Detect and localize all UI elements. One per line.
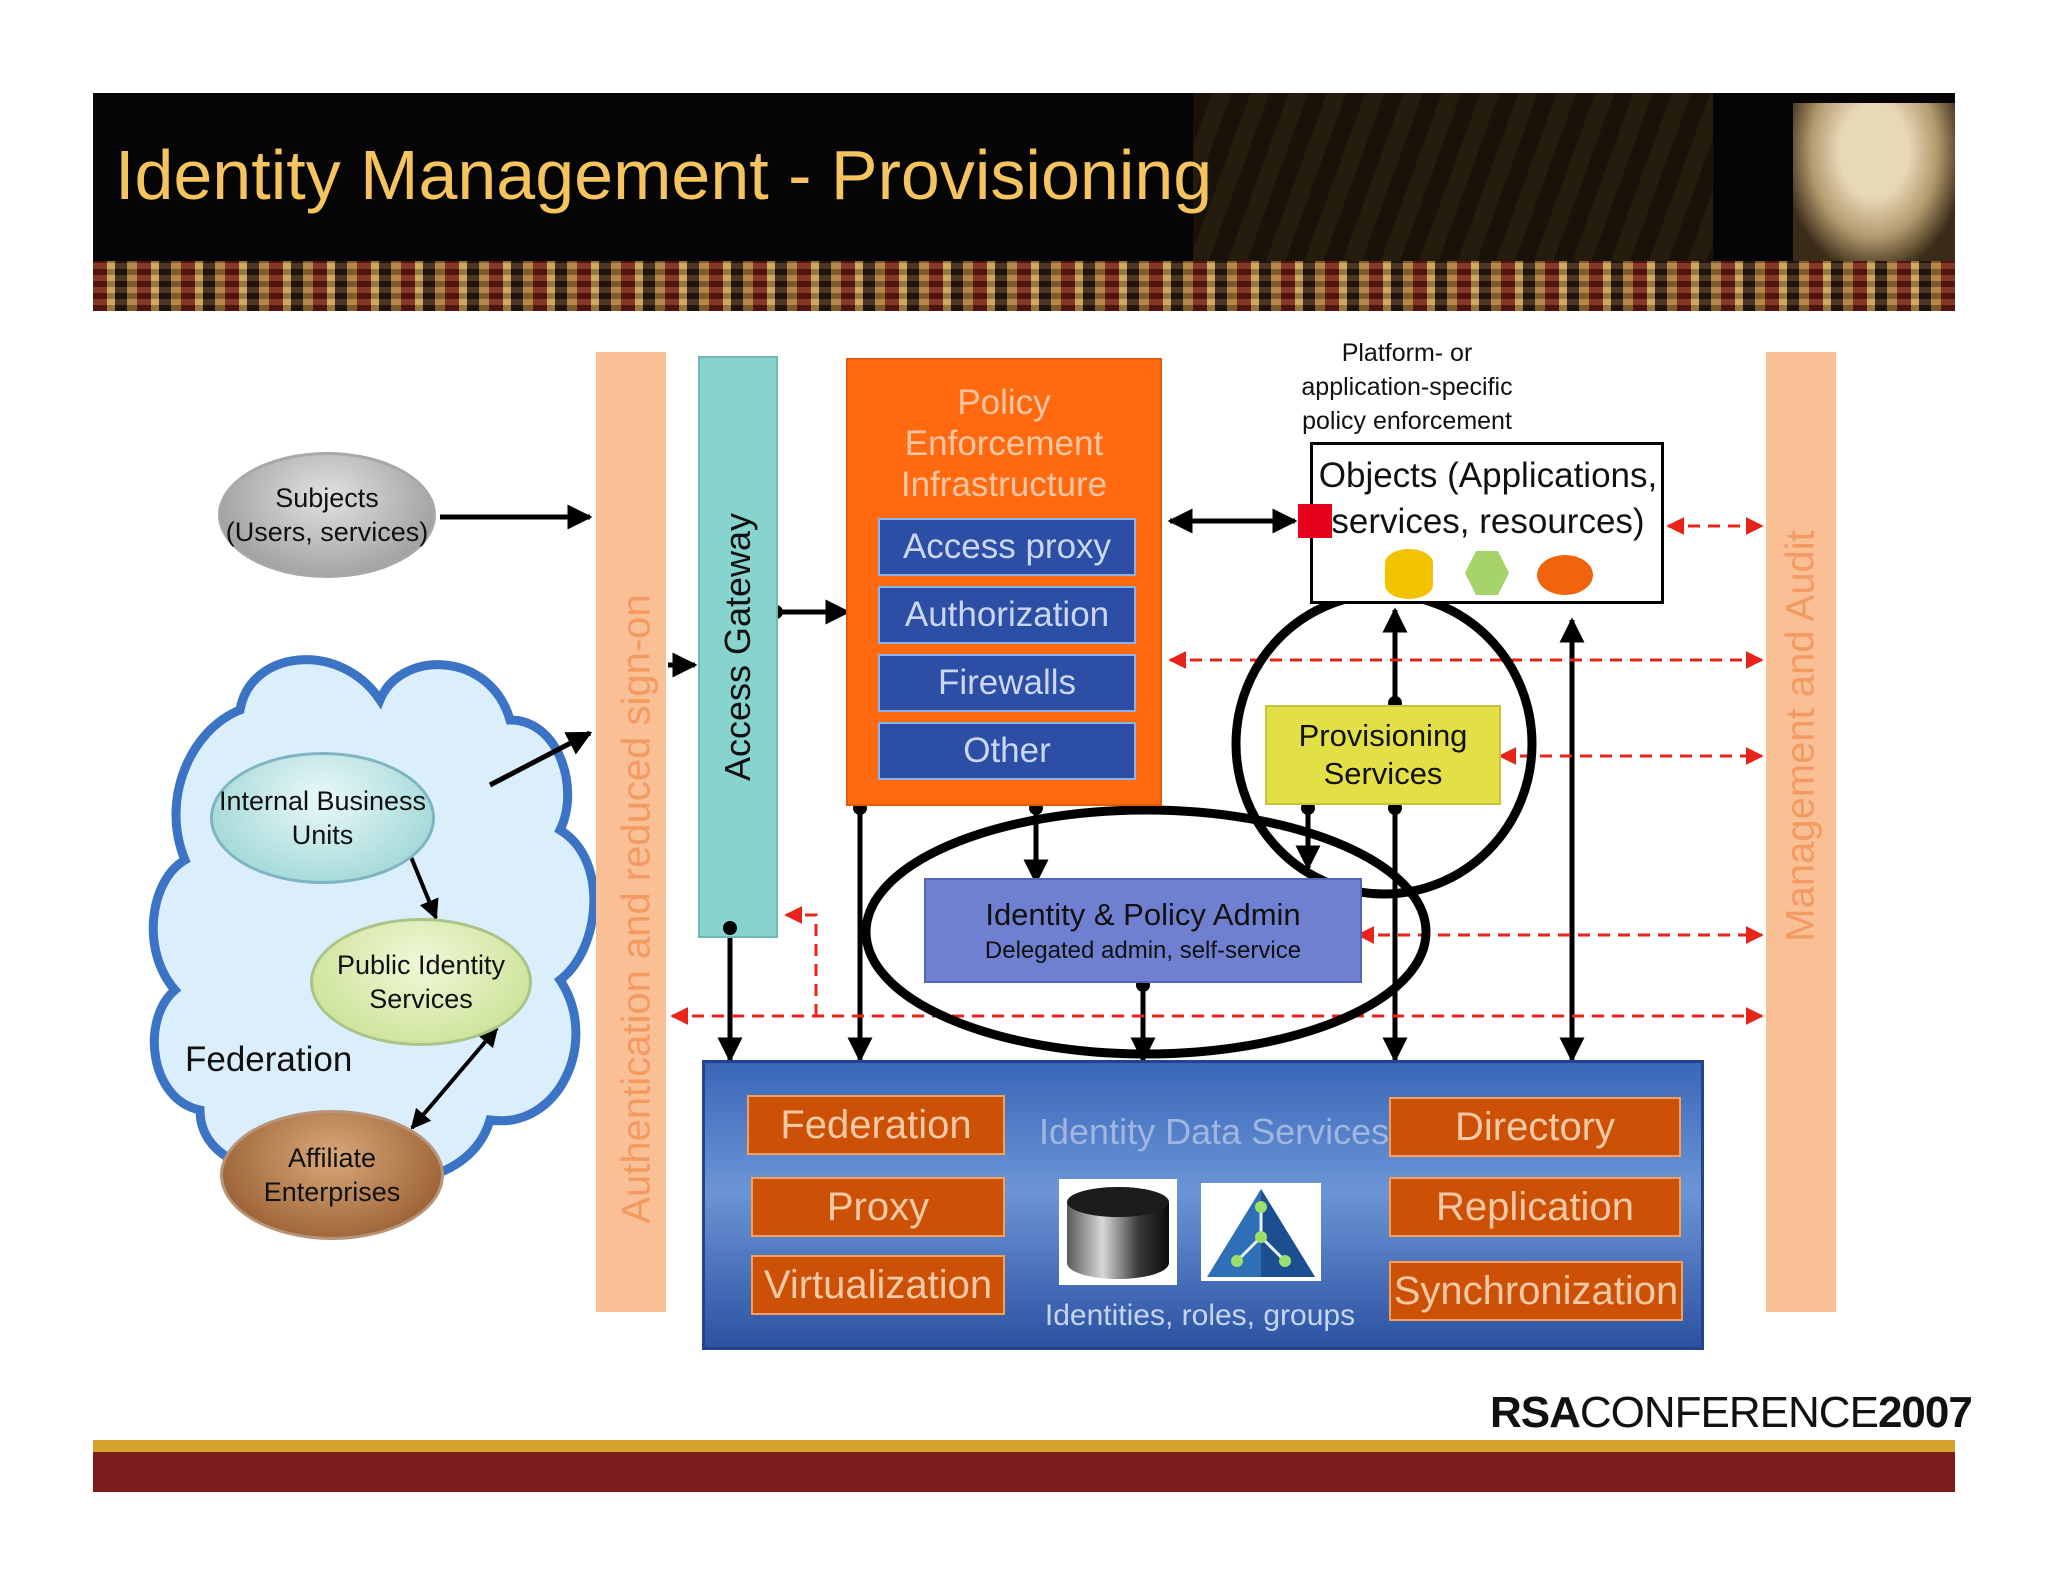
authorization-item: Authorization [878, 586, 1136, 644]
objects-line2: services, resources) [1331, 502, 1645, 541]
affiliate-line2: Enterprises [263, 1177, 401, 1207]
ellipse-icon [1537, 555, 1593, 595]
data-federation-item: Federation [747, 1095, 1005, 1155]
management-audit-label: Management and Audit [1778, 530, 1823, 942]
public-identity-services-oval: Public Identity Services [310, 918, 532, 1046]
platform-note-line1: Platform- or [1341, 339, 1473, 367]
ornamental-border [93, 261, 1955, 311]
objects-line1: Objects (Applications, [1318, 456, 1658, 495]
data-services-title: Identity Data Services [1039, 1111, 1390, 1152]
rsa-brand: RSA [1490, 1388, 1581, 1437]
slide-header: Identity Management - Provisioning [93, 93, 1955, 261]
data-virtualization-item: Virtualization [751, 1255, 1005, 1315]
policy-title-line2: Enforcement [904, 424, 1104, 463]
data-synchronization-item: Synchronization [1389, 1261, 1683, 1321]
data-replication-item: Replication [1389, 1177, 1681, 1237]
rsa-conference-logo: RSACONFERENCE2007 [1490, 1388, 1973, 1438]
footer-red-band [93, 1452, 1955, 1492]
platform-note-line2: application-specific [1301, 373, 1513, 401]
data-services-subtitle: Identities, roles, groups [1044, 1299, 1356, 1332]
enforcement-point-icon [1298, 504, 1332, 538]
access-proxy-item: Access proxy [878, 518, 1136, 576]
hexagon-icon [1465, 551, 1509, 595]
internal-line2: Units [291, 820, 354, 850]
footer-gold-stripe [93, 1440, 1955, 1452]
identity-data-services-box: Federation Proxy Virtualization Identity… [702, 1060, 1704, 1350]
platform-note-line3: policy enforcement [1302, 407, 1512, 435]
policy-enforcement-box: Policy Enforcement Infrastructure Access… [846, 358, 1162, 806]
internal-business-units-oval: Internal Business Units [210, 752, 435, 884]
data-proxy-item: Proxy [751, 1177, 1005, 1237]
subjects-oval: Subjects (Users, services) [218, 452, 436, 578]
header-manuscript-decoration [1193, 93, 1713, 261]
identity-policy-admin-box: Identity & Policy Admin Delegated admin,… [924, 878, 1362, 983]
objects-label: Objects (Applications, services, resourc… [1313, 453, 1663, 545]
public-line1: Public Identity [336, 950, 506, 980]
management-audit-bar: Management and Audit [1766, 352, 1836, 1312]
firewalls-item: Firewalls [878, 654, 1136, 712]
slide-title: Identity Management - Provisioning [115, 136, 1213, 214]
objects-box: Objects (Applications, services, resourc… [1310, 442, 1664, 604]
policy-title-line1: Policy [957, 383, 1051, 422]
highlight-ellipse-admin [861, 805, 1431, 1059]
subjects-line2: (Users, services) [225, 517, 429, 547]
policy-title-line3: Infrastructure [900, 465, 1108, 504]
hierarchy-pyramid-icon [1201, 1183, 1321, 1281]
data-directory-item: Directory [1389, 1097, 1681, 1157]
policy-title: Policy Enforcement Infrastructure [848, 382, 1160, 505]
database-icon [1059, 1179, 1177, 1285]
internal-line1: Internal Business [218, 786, 427, 816]
cylinder-icon [1385, 549, 1433, 599]
affiliate-line1: Affiliate [287, 1143, 377, 1173]
rsa-conference-word: CONFERENCE [1579, 1388, 1879, 1437]
rsa-year: 2007 [1877, 1388, 1973, 1437]
provisioning-services-box: Provisioning Services [1265, 705, 1501, 805]
provisioning-line2: Services [1323, 756, 1443, 791]
identity-admin-title: Identity & Policy Admin [985, 896, 1301, 932]
identity-admin-subtitle: Delegated admin, self-service [984, 936, 1302, 964]
statue-image [1793, 103, 1955, 261]
authentication-bar: Authentication and reduced sign-on [596, 352, 666, 1312]
subjects-line1: Subjects [275, 483, 379, 513]
federation-label: Federation [185, 1040, 353, 1079]
access-gateway-bar: Access Gateway [698, 356, 778, 938]
affiliate-enterprises-oval: Affiliate Enterprises [220, 1110, 444, 1240]
provisioning-line1: Provisioning [1298, 718, 1468, 753]
platform-note: Platform- or application-specific policy… [1292, 336, 1522, 438]
public-line2: Services [369, 984, 473, 1014]
other-item: Other [878, 722, 1136, 780]
